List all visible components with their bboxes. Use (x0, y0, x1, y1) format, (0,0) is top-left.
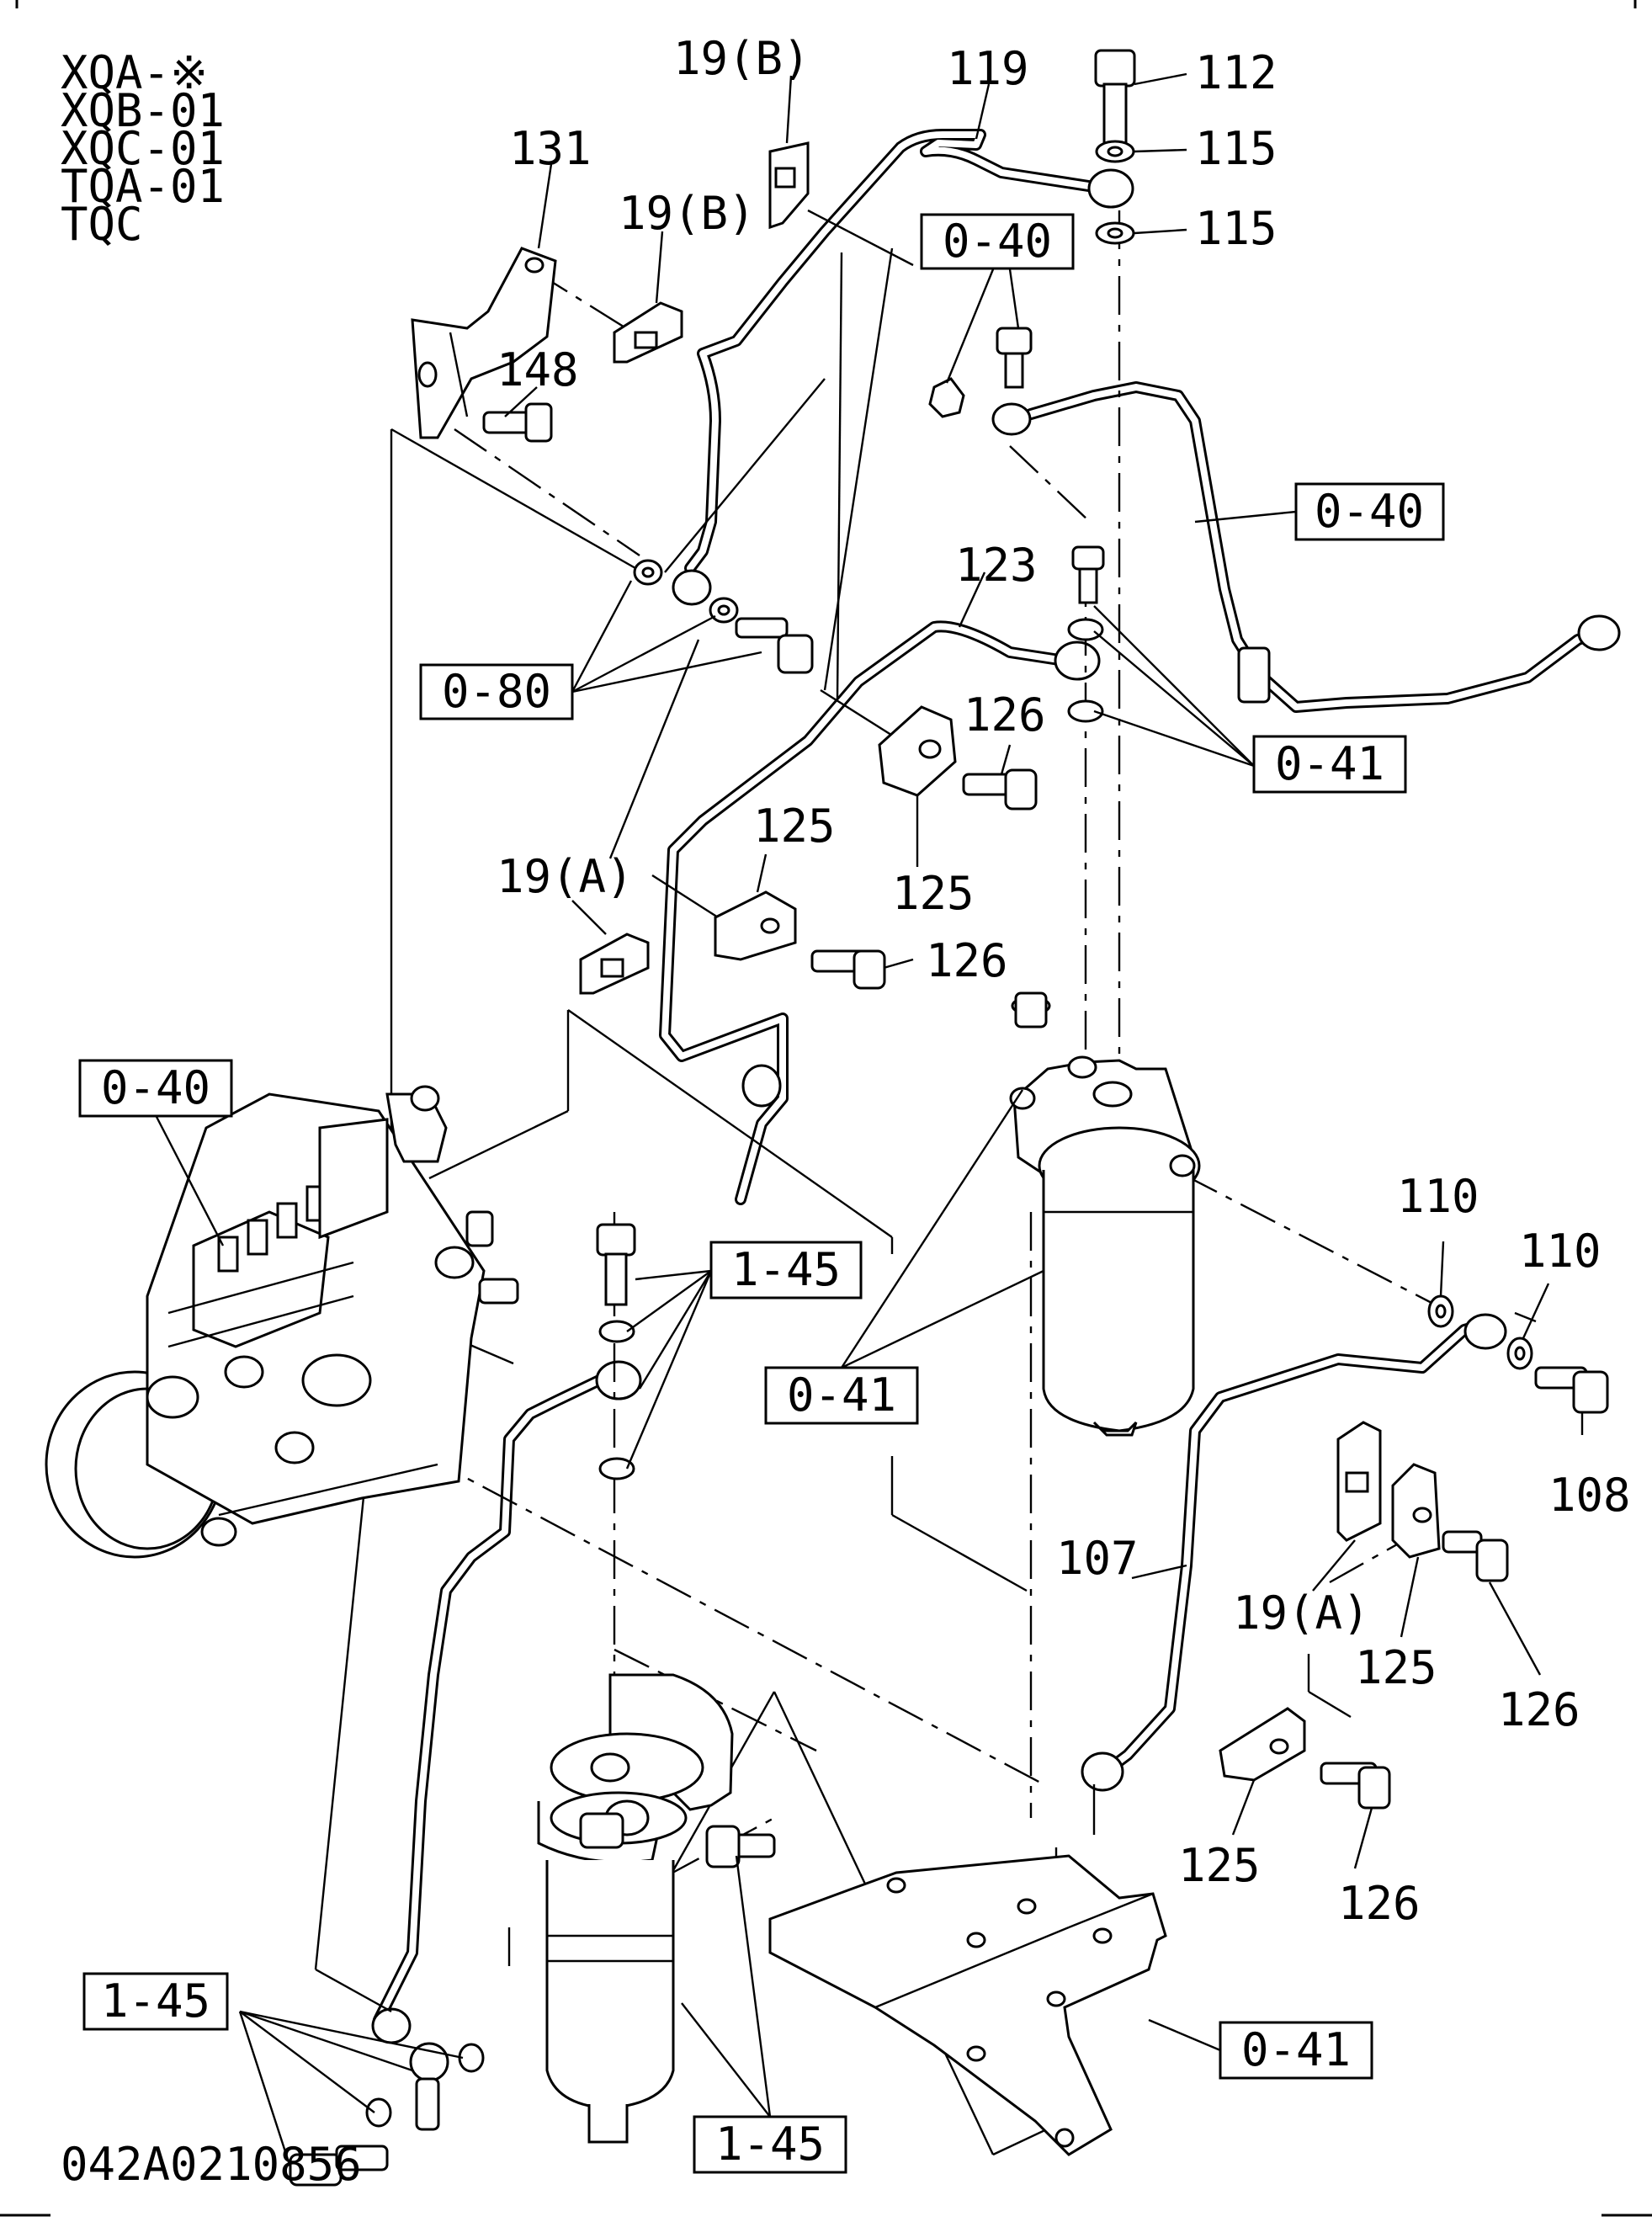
fuel-filter-lower (537, 1673, 734, 2144)
clamp-19a-b (1336, 1421, 1382, 1542)
ref-box-label: 1-45 (101, 1975, 210, 2028)
ref-box-label: 1-45 (731, 1243, 841, 1296)
ref-box-040-top: 0-40 (920, 213, 1075, 270)
callout-110: 110 (1397, 1170, 1479, 1223)
fuel-filter-upper (1009, 991, 1201, 1437)
clamp-19b-mid (613, 301, 683, 364)
pipe-119 (672, 129, 1134, 606)
ref-box-040-right: 0-40 (1294, 482, 1445, 541)
pipe-lower-left (371, 1360, 642, 2044)
bolt-112 (1094, 49, 1136, 145)
clamp-19a-a (579, 933, 650, 995)
washer-080-a (633, 559, 663, 586)
washer-115-b (1095, 221, 1135, 245)
callout-125: 125 (1178, 1839, 1261, 1892)
ref-box-label: 0-41 (787, 1369, 896, 1422)
clamp-19b-top (768, 141, 810, 230)
model-code: XQC-01 (61, 122, 225, 175)
ref-box-label: 0-41 (1275, 737, 1384, 790)
bolt-126-c (1442, 1530, 1509, 1582)
callout-119: 119 (947, 42, 1029, 95)
bolt-041-a (1067, 545, 1105, 723)
callout-131: 131 (509, 122, 592, 175)
clamp-125-a (878, 705, 957, 797)
bolt-126-d (1320, 1762, 1391, 1810)
model-code: TQA-01 (61, 160, 225, 213)
ref-box-040-left: 0-40 (78, 1059, 233, 1118)
callout-19a: 19(A) (497, 850, 634, 903)
box-leaders (154, 268, 1297, 2168)
callout-110: 110 (1519, 1225, 1602, 1278)
ref-box-145-bottom: 1-45 (693, 2115, 847, 2174)
callout-126: 126 (926, 934, 1008, 987)
bolt-126-b (810, 949, 886, 990)
ref-box-label: 0-40 (943, 215, 1052, 268)
callout-108: 108 (1548, 1469, 1631, 1522)
ref-box-041-mid: 0-41 (764, 1366, 919, 1425)
bolt-108 (1534, 1366, 1609, 1414)
ref-box-label: 0-40 (1315, 485, 1424, 538)
ref-box-label: 0-41 (1241, 2023, 1351, 2076)
callout-107: 107 (1056, 1532, 1139, 1585)
clamp-125-c (1391, 1463, 1441, 1559)
ref-box-label: 0-40 (101, 1061, 210, 1114)
callout-125: 125 (892, 867, 975, 920)
callout-leaders (504, 72, 1584, 1869)
washer-110-b (1506, 1337, 1533, 1370)
bolt-080 (735, 617, 814, 674)
washer-115-a (1095, 140, 1135, 163)
ref-box-label: 1-45 (715, 2118, 825, 2171)
bolt-145-mid (596, 1223, 636, 1480)
callout-112: 112 (1195, 46, 1278, 99)
washer-080-b (709, 597, 739, 624)
bolt-148 (482, 402, 553, 443)
callout-125: 125 (1355, 1641, 1437, 1694)
model-list: XQA-※ XQB-01 XQC-01 TQA-01 TQC (61, 46, 225, 251)
ref-box-label: 0-80 (442, 665, 551, 718)
ref-box-041-bottom: 0-41 (1219, 2021, 1373, 2080)
pipe-040-right (991, 381, 1621, 713)
drawing-number: 042A0210856 (61, 2138, 362, 2191)
callout-123: 123 (955, 539, 1038, 592)
washer-110-a (1427, 1294, 1454, 1328)
bracket-131 (411, 247, 557, 439)
callout-126: 126 (1338, 1877, 1421, 1930)
bolt-126-a (962, 768, 1038, 811)
pipe-123 (659, 620, 1101, 1205)
callout-19a: 19(A) (1233, 1587, 1370, 1640)
ref-box-080: 0-80 (419, 663, 574, 720)
callout-115: 115 (1195, 202, 1278, 255)
ref-box-041-right: 0-41 (1252, 735, 1407, 794)
clamp-125-d (1219, 1707, 1306, 1782)
mounting-bracket (768, 1854, 1167, 2156)
bolt-040-top (928, 327, 1033, 418)
ref-box-145-left: 1-45 (82, 1972, 229, 2031)
pipe-107 (1081, 1313, 1507, 1792)
ref-box-145-mid: 1-45 (709, 1241, 863, 1300)
callout-115: 115 (1195, 122, 1278, 175)
clamp-125-b (714, 890, 797, 961)
model-code: XQB-01 (61, 84, 225, 137)
model-code: XQA-※ (61, 46, 208, 99)
bolt-145-left (289, 2042, 485, 2187)
injection-pump (45, 1085, 519, 1559)
callout-148: 148 (497, 343, 579, 396)
model-code: TQC (61, 198, 143, 251)
callout-19b-top: 19(B) (673, 32, 810, 85)
callout-labels: 19(B) 119 112 115 115 131 19(B) 148 123 … (497, 32, 1631, 1930)
callout-126: 126 (1498, 1683, 1580, 1736)
callout-125: 125 (753, 800, 836, 853)
callout-19b-mid: 19(B) (619, 187, 756, 240)
bolt-145-bottom (705, 1825, 776, 1868)
callout-126: 126 (964, 688, 1046, 741)
